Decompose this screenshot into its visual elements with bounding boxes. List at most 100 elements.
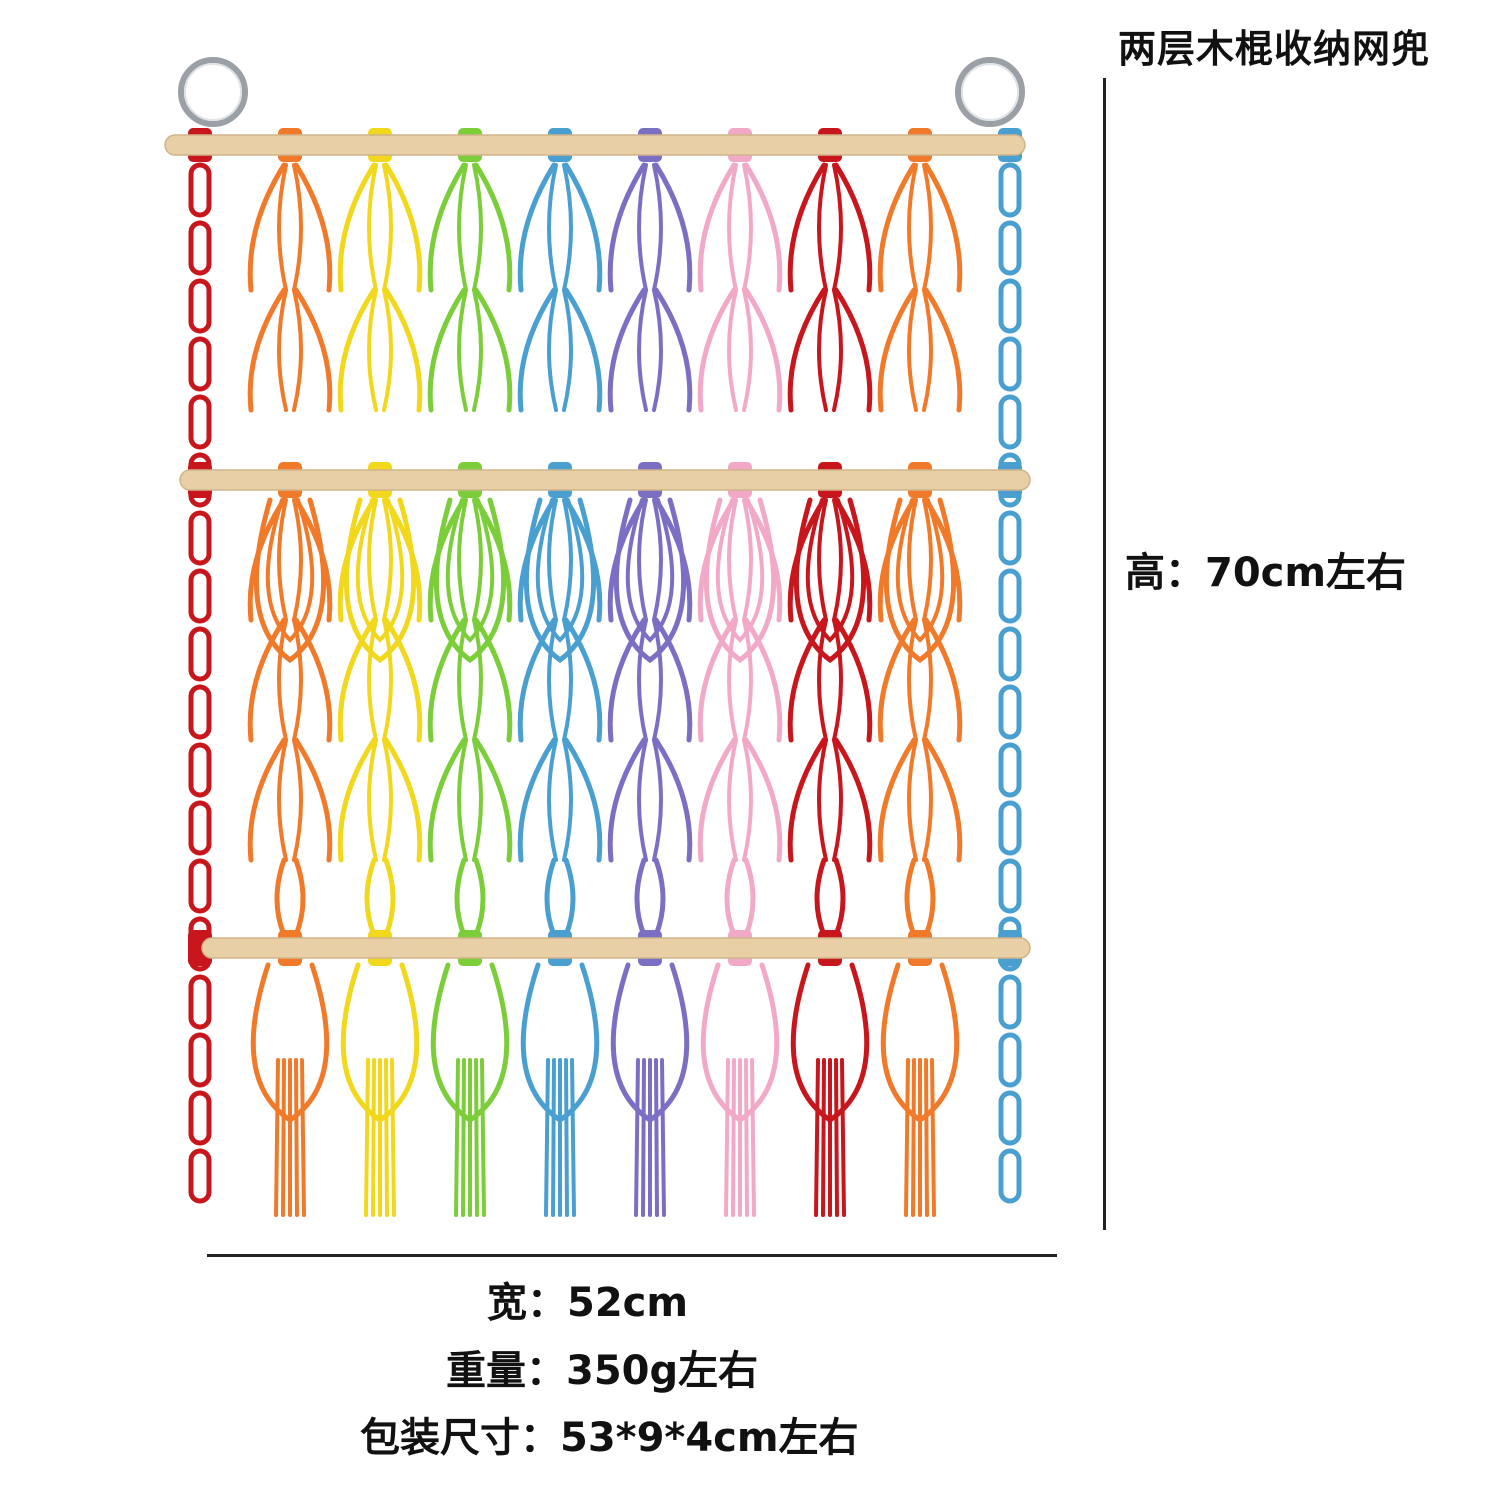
chain-link bbox=[998, 394, 1022, 450]
chain-link bbox=[188, 800, 212, 856]
rope-strand bbox=[547, 498, 558, 622]
product-title: 两层木棍收纳网兜 bbox=[1118, 27, 1431, 71]
rope-strand bbox=[563, 857, 576, 938]
fringe-strand bbox=[744, 1058, 749, 1217]
rope-strand bbox=[367, 288, 378, 412]
wooden-rod bbox=[201, 937, 1031, 959]
chain-link bbox=[188, 1148, 212, 1204]
rope-strand bbox=[457, 738, 468, 862]
rope-strand bbox=[427, 162, 467, 293]
rope-strand bbox=[742, 288, 753, 412]
chain-link bbox=[998, 974, 1022, 1030]
rope-strand bbox=[742, 498, 753, 622]
rope-strand bbox=[697, 617, 737, 743]
rope-strand bbox=[383, 617, 423, 743]
rope-strand bbox=[724, 857, 737, 938]
rope-strand bbox=[743, 617, 783, 743]
rope-strand bbox=[637, 288, 648, 412]
rope-strand bbox=[337, 162, 377, 293]
chain-link bbox=[188, 220, 212, 276]
chain-link bbox=[188, 626, 212, 682]
rope-strand bbox=[562, 618, 573, 742]
rope-strand bbox=[727, 618, 738, 742]
chain-link bbox=[998, 626, 1022, 682]
height-label: 高：70cm左右 bbox=[1125, 550, 1407, 596]
rope-strand bbox=[832, 618, 843, 742]
rope-strand bbox=[544, 857, 557, 938]
wooden-rods bbox=[164, 134, 1031, 959]
pocket-loop bbox=[883, 497, 957, 664]
rope-strand bbox=[563, 162, 603, 293]
fringe-strand bbox=[300, 1058, 306, 1217]
fringe-strand bbox=[454, 1058, 460, 1217]
rope-strand bbox=[652, 618, 663, 742]
rope-strand bbox=[277, 738, 288, 862]
rope-strand bbox=[293, 617, 333, 743]
fringe-strand bbox=[461, 1058, 466, 1217]
chain-link bbox=[998, 1032, 1022, 1088]
rope-strand bbox=[907, 163, 918, 292]
fringe-strand bbox=[294, 1058, 299, 1217]
rope-strand bbox=[833, 737, 873, 863]
rope-strand bbox=[562, 498, 573, 622]
rope-strand bbox=[517, 617, 557, 743]
rope-strand bbox=[383, 857, 396, 938]
pocket-loop bbox=[265, 498, 315, 643]
rope-strand bbox=[427, 617, 467, 743]
rope-strand bbox=[367, 738, 378, 862]
rope-strand bbox=[727, 498, 738, 622]
fringe-strand bbox=[641, 1058, 646, 1217]
rope-strand bbox=[472, 163, 483, 292]
rope-strand bbox=[817, 498, 828, 622]
fringe-strand bbox=[564, 1058, 569, 1217]
chain-link bbox=[188, 1032, 212, 1088]
rope-strand bbox=[427, 287, 467, 413]
pocket-loop bbox=[715, 498, 765, 643]
rope-strand bbox=[547, 288, 558, 412]
rope-strand bbox=[562, 288, 573, 412]
pocket-loop bbox=[433, 497, 507, 664]
rope-strand bbox=[923, 857, 936, 938]
chain-link bbox=[998, 568, 1022, 624]
rope-strand bbox=[727, 288, 738, 412]
chain-link bbox=[998, 220, 1022, 276]
fringe-strand bbox=[480, 1058, 486, 1217]
rope-strand bbox=[833, 287, 873, 413]
rope-strand bbox=[877, 737, 917, 863]
chain-link bbox=[188, 568, 212, 624]
pocket-loop bbox=[445, 498, 495, 643]
rope-strand bbox=[563, 617, 603, 743]
wooden-rod bbox=[164, 134, 1026, 156]
rope-strand bbox=[907, 288, 918, 412]
rope-strand bbox=[652, 288, 663, 412]
rope-strand bbox=[697, 737, 737, 863]
rope-strand bbox=[742, 738, 753, 862]
width-label: 宽：52cm bbox=[487, 1280, 689, 1326]
rope-strand bbox=[473, 857, 486, 938]
rope-strand bbox=[653, 617, 693, 743]
pocket-loop bbox=[793, 497, 867, 664]
fringe-strand bbox=[371, 1058, 376, 1217]
rope-strand bbox=[922, 498, 933, 622]
ring-highlight bbox=[184, 63, 242, 121]
rope-strand bbox=[607, 617, 647, 743]
rope-strand bbox=[743, 737, 783, 863]
rope-strand bbox=[454, 857, 467, 938]
rope-strand bbox=[247, 617, 287, 743]
rope-strand bbox=[247, 162, 287, 293]
rope-strand bbox=[787, 162, 827, 293]
rope-strand bbox=[563, 287, 603, 413]
rope-strand bbox=[907, 738, 918, 862]
chain-link bbox=[998, 278, 1022, 334]
rope-strand bbox=[292, 498, 303, 622]
rope-strand bbox=[293, 737, 333, 863]
rope-strand bbox=[637, 618, 648, 742]
rope-strand bbox=[832, 163, 843, 292]
rope-strand bbox=[364, 857, 377, 938]
rope-strand bbox=[472, 498, 483, 622]
fringe-strand bbox=[924, 1058, 929, 1217]
rope-strand bbox=[832, 738, 843, 862]
pocket-loop bbox=[625, 498, 675, 643]
rope-strand bbox=[337, 287, 377, 413]
rope-strand bbox=[547, 738, 558, 862]
